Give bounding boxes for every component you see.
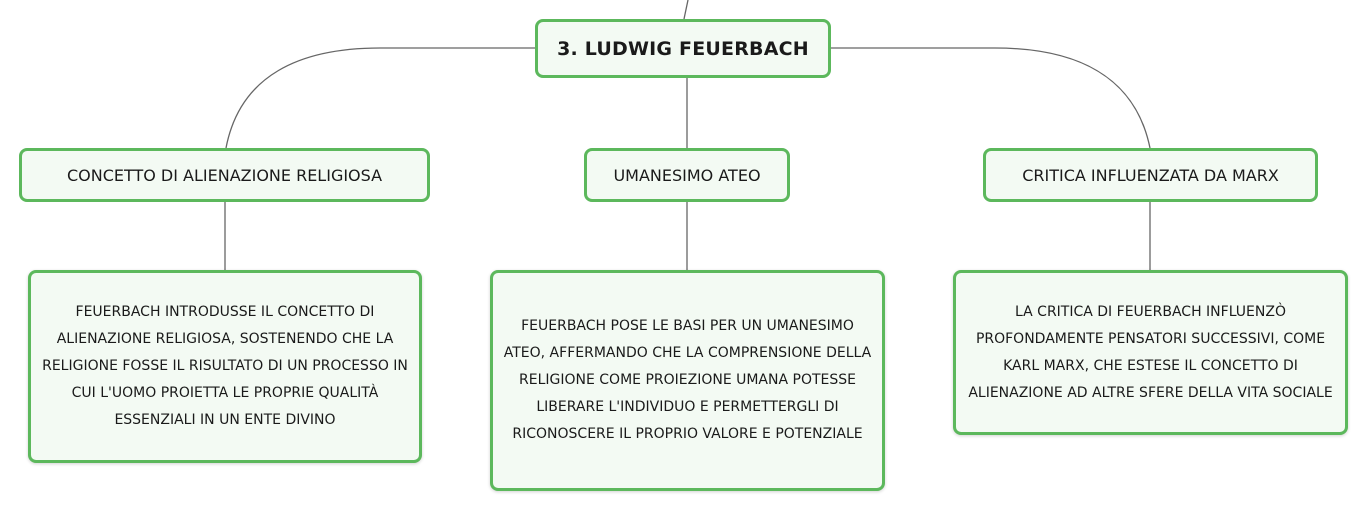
root-node-label: 3. LUDWIG FEUERBACH xyxy=(557,37,809,60)
connector-root-to-topic-1 xyxy=(225,47,535,149)
topic-node-critica[interactable]: CRITICA INFLUENZATA DA MARX xyxy=(983,148,1318,202)
detail-node-text: FEUERBACH POSE LE BASI PER UN UMANESIMO … xyxy=(503,318,872,442)
topic-node-label: UMANESIMO ATEO xyxy=(613,165,761,185)
root-node[interactable]: 3. LUDWIG FEUERBACH xyxy=(535,19,831,78)
connector-root-to-topic-3 xyxy=(831,47,1151,149)
topic-node-label: CONCETTO DI ALIENAZIONE RELIGIOSA xyxy=(66,165,383,185)
topic-node-label: CRITICA INFLUENZATA DA MARX xyxy=(1022,165,1279,185)
topic-node-umanesimo[interactable]: UMANESIMO ATEO xyxy=(584,148,790,202)
connector-parent xyxy=(683,0,689,20)
detail-node-critica[interactable]: LA CRITICA DI FEUERBACH INFLUENZÒ PROFON… xyxy=(953,270,1348,435)
detail-node-text: FEUERBACH INTRODUSSE IL CONCETTO DI ALIE… xyxy=(42,304,408,428)
detail-node-text: LA CRITICA DI FEUERBACH INFLUENZÒ PROFON… xyxy=(968,303,1333,401)
detail-node-alienazione[interactable]: FEUERBACH INTRODUSSE IL CONCETTO DI ALIE… xyxy=(28,270,422,463)
detail-node-umanesimo[interactable]: FEUERBACH POSE LE BASI PER UN UMANESIMO … xyxy=(490,270,885,491)
topic-node-alienazione[interactable]: CONCETTO DI ALIENAZIONE RELIGIOSA xyxy=(19,148,430,202)
